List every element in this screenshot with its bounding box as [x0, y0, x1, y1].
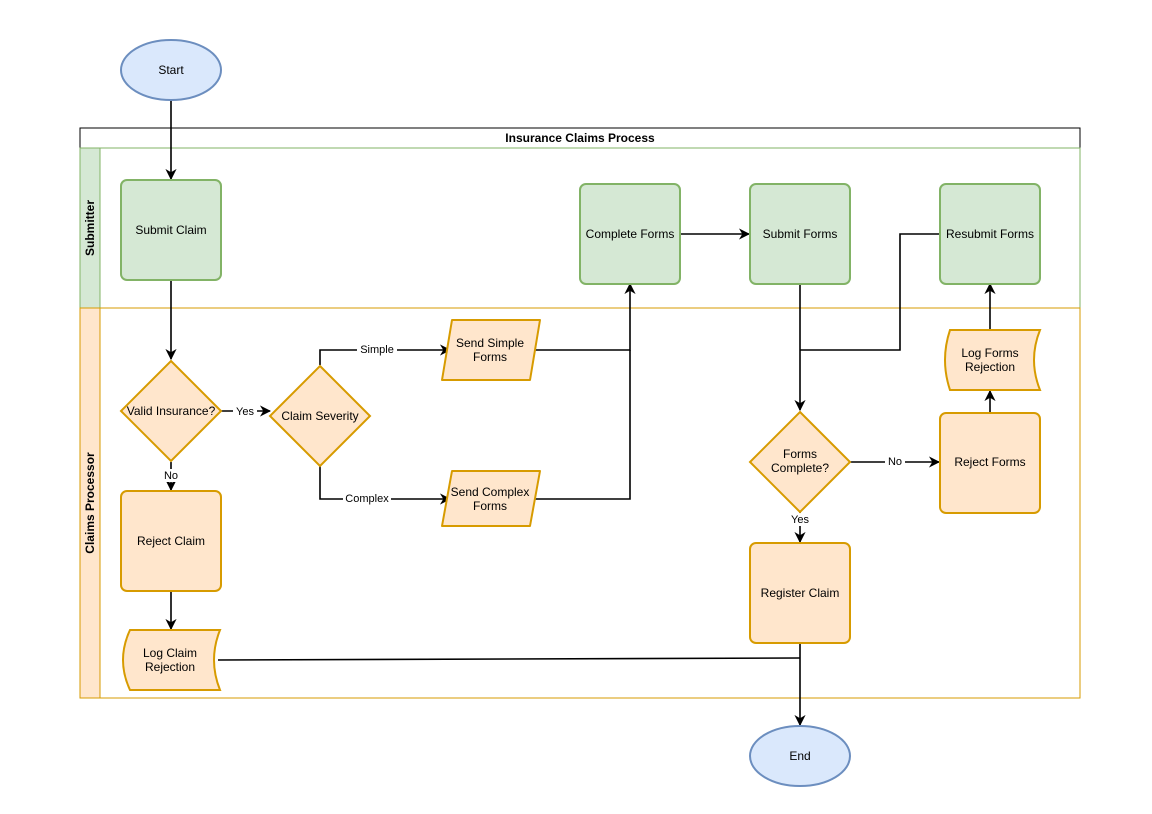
- forms-complete-decision[interactable]: Forms Complete?: [748, 410, 852, 514]
- submit-forms-label: Submit Forms: [763, 227, 838, 241]
- register-claim-label: Register Claim: [761, 586, 840, 600]
- lane-submitter-label: Submitter: [83, 200, 97, 256]
- edge-resubmit-back: [800, 233, 940, 351]
- log-claim-rejection-node[interactable]: Log Claim Rejection: [122, 629, 222, 691]
- complete-forms-label: Complete Forms: [586, 227, 675, 241]
- reject-claim-label: Reject Claim: [137, 534, 205, 548]
- valid-insurance-label: Valid Insurance?: [127, 404, 216, 418]
- resubmit-forms-label: Resubmit Forms: [946, 227, 1034, 241]
- edge-labels: Yes No Simple Complex No Yes: [161, 343, 905, 526]
- send-complex-forms-node[interactable]: Send Complex Forms: [441, 470, 541, 527]
- send-simple-label-1: Send Simple: [456, 336, 524, 350]
- lane-processor-header: [79, 307, 101, 699]
- start-node-label: Start: [158, 63, 184, 77]
- edge-label-no-valid: No: [164, 470, 178, 482]
- send-complex-label-1: Send Complex: [451, 485, 530, 499]
- resubmit-forms-node[interactable]: Resubmit Forms: [939, 183, 1041, 285]
- edge-label-yes-valid: Yes: [236, 406, 254, 418]
- complete-forms-node[interactable]: Complete Forms: [579, 183, 681, 285]
- valid-insurance-decision[interactable]: Valid Insurance?: [119, 359, 223, 463]
- edge-logclaim-end: [217, 657, 801, 661]
- submit-claim-node[interactable]: Submit Claim: [120, 179, 222, 281]
- log-claim-label-2: Rejection: [145, 660, 195, 674]
- forms-complete-label-2: Complete?: [771, 461, 829, 475]
- send-complex-label-2: Forms: [473, 499, 507, 513]
- claim-severity-decision[interactable]: Claim Severity: [268, 364, 372, 468]
- forms-complete-label-1: Forms: [783, 447, 817, 461]
- end-node[interactable]: End: [749, 725, 851, 787]
- send-simple-label-2: Forms: [473, 350, 507, 364]
- edge-complex-complete: [533, 350, 631, 500]
- lane-processor-label: Claims Processor: [83, 452, 97, 554]
- reject-forms-label: Reject Forms: [954, 455, 1025, 469]
- pool-title: Insurance Claims Process: [505, 131, 655, 145]
- claim-severity-label: Claim Severity: [281, 409, 358, 423]
- reject-forms-node[interactable]: Reject Forms: [939, 412, 1041, 514]
- lane-processor: [79, 307, 1081, 699]
- edge-label-yes-forms: Yes: [791, 514, 809, 526]
- log-claim-label-1: Log Claim: [143, 646, 197, 660]
- log-forms-rejection-node[interactable]: Log Forms Rejection: [944, 329, 1042, 391]
- send-simple-forms-node[interactable]: Send Simple Forms: [441, 319, 541, 381]
- log-forms-label-1: Log Forms: [961, 346, 1018, 360]
- edge-label-complex: Complex: [345, 493, 389, 505]
- register-claim-node[interactable]: Register Claim: [749, 542, 851, 644]
- end-node-label: End: [789, 749, 810, 763]
- edge-label-no-forms: No: [888, 456, 902, 468]
- edge-severity-simple: [319, 344, 452, 365]
- edge-label-simple: Simple: [360, 344, 394, 356]
- reject-claim-node[interactable]: Reject Claim: [120, 490, 222, 592]
- submit-forms-node[interactable]: Submit Forms: [749, 183, 851, 285]
- start-node[interactable]: Start: [120, 39, 222, 101]
- log-forms-label-2: Rejection: [965, 360, 1015, 374]
- edges: [165, 100, 996, 727]
- submit-claim-label: Submit Claim: [135, 223, 206, 237]
- edge-severity-complex: [319, 465, 452, 505]
